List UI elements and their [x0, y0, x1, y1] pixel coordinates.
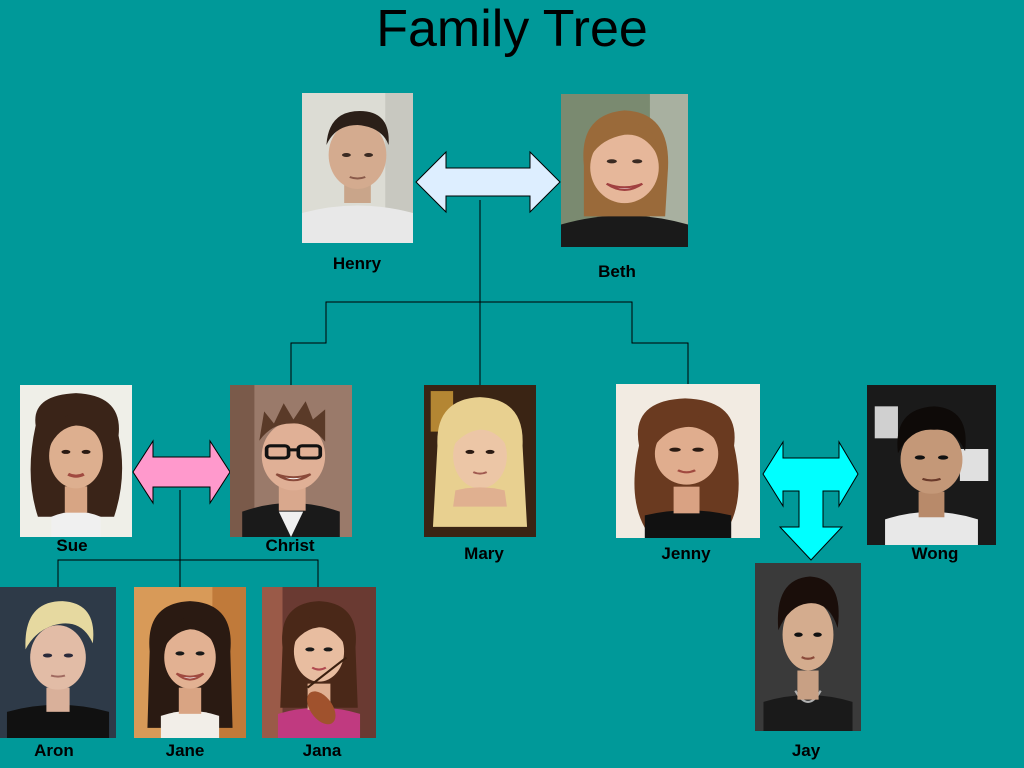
photo-mary	[424, 385, 536, 537]
name-sue: Sue	[56, 536, 88, 555]
name-christ: Christ	[265, 536, 315, 555]
photo-beth	[561, 94, 688, 247]
branch-jenny	[480, 301, 689, 385]
photo-wong	[867, 385, 996, 545]
name-wong: Wong	[911, 544, 959, 563]
photo-jane	[134, 587, 246, 738]
name-beth: Beth	[598, 262, 636, 281]
marriage-arrow-henry-beth	[415, 150, 561, 214]
photo-jay	[755, 563, 861, 731]
name-mary: Mary	[464, 544, 504, 563]
name-jenny: Jenny	[661, 544, 711, 563]
branch-christ	[290, 301, 480, 385]
photo-jana	[262, 587, 376, 738]
name-jane: Jane	[165, 741, 205, 760]
photo-christ	[230, 385, 352, 537]
branch-children	[57, 559, 319, 590]
photo-sue	[20, 385, 132, 537]
name-jana: Jana	[302, 741, 342, 760]
name-aron: Aron	[34, 741, 74, 760]
photo-henry	[302, 93, 413, 243]
name-jay: Jay	[791, 741, 821, 760]
page-title: Family Tree	[376, 0, 648, 58]
photo-aron	[0, 587, 116, 738]
photo-jenny	[616, 384, 760, 538]
name-henry: Henry	[332, 254, 382, 273]
marriage-arrow-sue-christ	[132, 439, 231, 505]
marriage-arrow-jenny-wong	[762, 440, 859, 561]
